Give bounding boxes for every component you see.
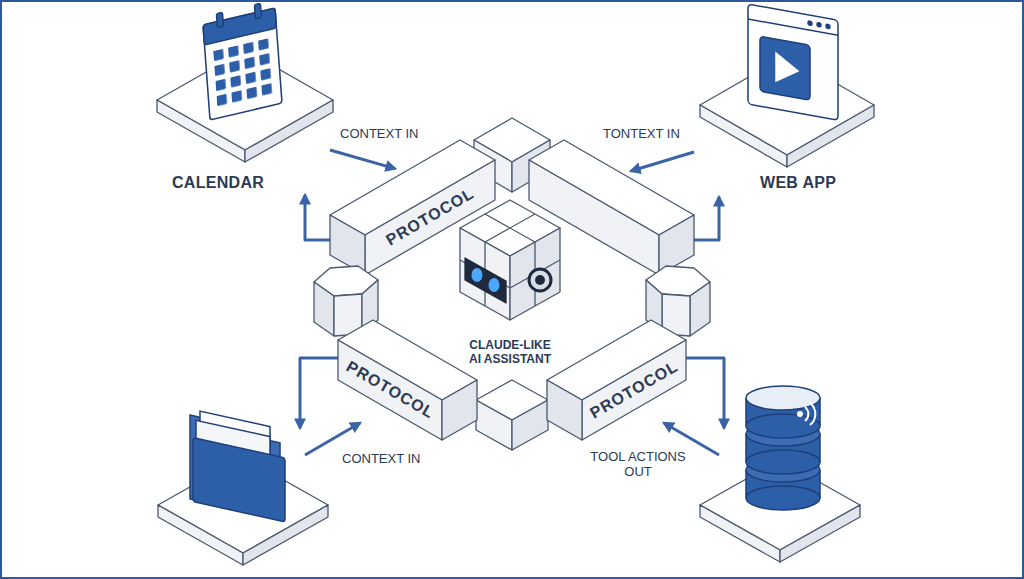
app-label: CALENDAR bbox=[150, 0, 330, 195]
app-label: WEB APP bbox=[694, 0, 874, 195]
db-signal bbox=[797, 411, 803, 417]
block-face bbox=[338, 340, 442, 440]
robot-visor bbox=[465, 258, 506, 303]
block-face bbox=[690, 282, 710, 336]
db-disc bbox=[746, 414, 820, 438]
platform bbox=[700, 105, 787, 167]
block-face bbox=[512, 400, 548, 450]
protocol-block: PROTOCOL bbox=[367, 169, 493, 266]
calendar-ring bbox=[216, 12, 223, 27]
robot-ear bbox=[535, 275, 545, 285]
play-symbol bbox=[776, 53, 798, 85]
block-face bbox=[330, 215, 365, 275]
robot-eye bbox=[489, 278, 500, 292]
browser-dot bbox=[808, 21, 812, 26]
platform bbox=[700, 505, 780, 562]
flow-label: CONTEXT IN bbox=[340, 451, 423, 466]
block-face bbox=[659, 215, 694, 275]
flow-arrow bbox=[330, 150, 395, 169]
calendar-ring bbox=[254, 3, 261, 18]
flow-label: TOOL ACTIONS OUT bbox=[580, 449, 696, 479]
calendar-icon bbox=[202, 0, 282, 120]
calendar-page bbox=[203, 8, 282, 120]
db-disc bbox=[746, 450, 820, 474]
db-top bbox=[746, 386, 820, 410]
browser-dot bbox=[817, 22, 821, 27]
node-label: WEB APP bbox=[760, 174, 940, 192]
platform bbox=[780, 505, 860, 562]
block-label: PROTOCOL bbox=[383, 185, 477, 250]
protocol-block: PROTOCOL bbox=[571, 342, 697, 439]
browser-window bbox=[748, 4, 838, 120]
robot-eye bbox=[472, 268, 483, 282]
folder-icon bbox=[190, 409, 285, 522]
play-button bbox=[760, 36, 810, 100]
flow-label: TONTEXT IN bbox=[601, 126, 682, 141]
browser-dot bbox=[826, 24, 830, 29]
block-face bbox=[547, 380, 582, 440]
browser-bar bbox=[748, 19, 838, 35]
block-face bbox=[314, 282, 334, 336]
block-face bbox=[442, 380, 477, 440]
block-label: PROTOCOL bbox=[587, 358, 681, 423]
db-signal bbox=[805, 403, 815, 425]
calendar-grid bbox=[213, 38, 273, 107]
robot-seam bbox=[460, 214, 560, 306]
db-disc bbox=[746, 486, 820, 510]
node-label: CALENDAR bbox=[172, 174, 352, 192]
database-icon bbox=[746, 386, 820, 510]
block-face bbox=[476, 400, 512, 450]
block-face bbox=[582, 340, 686, 440]
protocol-block: PROTOCOL bbox=[327, 342, 453, 439]
edge-label: CONTEXT IN bbox=[338, 126, 421, 141]
platform bbox=[158, 505, 243, 565]
folder-front bbox=[193, 438, 285, 522]
browser-icon bbox=[748, 4, 838, 120]
node-label: CLAUDE-LIKE AI ASSISTANT bbox=[464, 338, 556, 366]
flow-arrow bbox=[631, 152, 694, 171]
assistant-cube: CLAUDE-LIKE AI ASSISTANT bbox=[455, 198, 565, 370]
robot-ear bbox=[529, 269, 551, 291]
block-label: PROTOCOL bbox=[343, 358, 437, 423]
